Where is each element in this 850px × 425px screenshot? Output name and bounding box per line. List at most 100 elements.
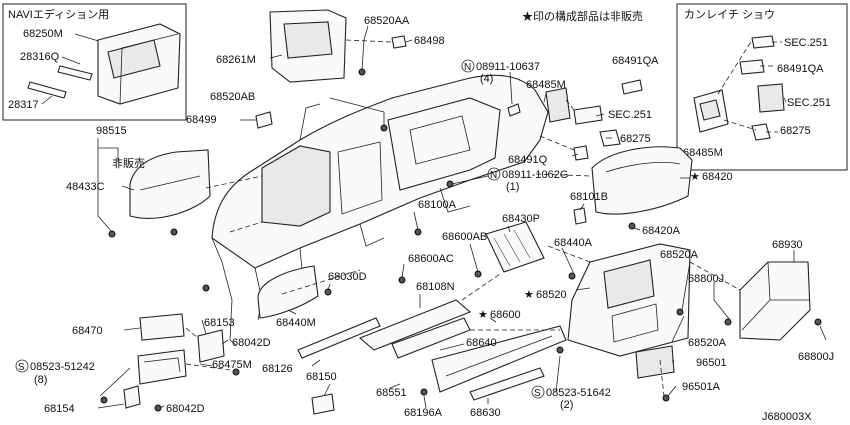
diagram-code: J680003X (762, 411, 812, 423)
star-68420: ★ (690, 171, 700, 183)
S-circle-2 (531, 385, 545, 399)
label-68520: 68520 (536, 289, 567, 301)
label-68520AA: 68520AA (364, 15, 410, 27)
label-68499: 68499 (186, 114, 217, 126)
S-circle-1 (15, 359, 29, 373)
inset-sec251-b: SEC.251 (787, 97, 831, 109)
not-sold-note: ★印の構成部品は非販売 (522, 9, 643, 23)
label-68485M: 68485M (526, 79, 566, 91)
inset-navi-frame (2, 3, 187, 121)
navi-bracket (27, 65, 93, 99)
label-68420: 68420 (702, 171, 733, 183)
label-08911-10637-qty: (4) (480, 73, 493, 85)
label-68640: 68640 (466, 337, 497, 349)
label-68520A-b: 68520A (688, 337, 727, 349)
label-SEC251: SEC.251 (608, 109, 652, 121)
inset-cold-title: カンレイチ ショウ (684, 8, 775, 21)
label-68275: 68275 (620, 133, 651, 145)
label-96501: 96501 (696, 357, 727, 369)
ashtray-68475M (137, 349, 187, 385)
side-cover (129, 149, 211, 219)
label-68153: 68153 (204, 317, 235, 329)
label-68491QA: 68491QA (612, 55, 659, 67)
label-68498: 68498 (414, 35, 445, 47)
part-68250M-label: 68250M (23, 28, 63, 40)
label-68420A: 68420A (642, 225, 681, 237)
switch-96501 (635, 345, 675, 379)
label-08523-51242: 08523-51242 (30, 361, 95, 373)
N-circle-2 (487, 167, 501, 181)
N-symbol-2: N (490, 170, 497, 181)
part-28316Q-label: 28316Q (20, 51, 60, 63)
label-68154: 68154 (44, 403, 75, 415)
label-96501A: 96501A (682, 381, 721, 393)
S-symbol-1: S (18, 362, 25, 373)
cup-holder-68440M (257, 265, 319, 319)
N-circle-1 (461, 59, 475, 73)
label-68600AB: 68600AB (442, 231, 487, 243)
label-not-sold: 非販売 (112, 157, 145, 170)
label-08523-51642-qty: (2) (560, 399, 573, 411)
label-68042D-b: 68042D (166, 403, 205, 415)
S-symbol-2: S (534, 388, 541, 399)
label-68042D-a: 68042D (232, 337, 271, 349)
callout-labels: 98515 非販売 48433C 68261M 68520AA 68498 68… (15, 15, 834, 423)
navi-housing (97, 23, 181, 105)
label-08523-51242-qty: (8) (34, 374, 47, 386)
label-08523-51642: 08523-51642 (546, 387, 611, 399)
defroster-panel (269, 9, 347, 83)
label-68030D: 68030D (328, 271, 367, 283)
label-68800J-b: 68800J (798, 351, 834, 363)
star-68520: ★ (524, 289, 534, 301)
inset-switch-parts (693, 35, 785, 141)
assembly-dashes (185, 39, 741, 397)
label-48433C: 48433C (66, 181, 105, 193)
inset-68275: 68275 (780, 125, 811, 137)
label-68600: 68600 (490, 309, 521, 321)
label-68800J-a: 68800J (688, 273, 724, 285)
label-08911-10637: 08911-10637 (476, 61, 540, 73)
label-68551: 68551 (376, 387, 407, 399)
label-68100A: 68100A (418, 199, 457, 211)
label-68600AC: 68600AC (408, 253, 454, 265)
bracket-68126 (297, 317, 381, 359)
label-68126: 68126 (262, 363, 293, 375)
cluster-lid (591, 146, 693, 215)
inset-navi-title: NAVIエディション用 (8, 7, 109, 21)
label-68440M: 68440M (276, 317, 316, 329)
label-68430P: 68430P (502, 213, 540, 225)
label-68261M: 68261M (216, 54, 256, 66)
duct-68430P (485, 221, 545, 273)
leader-lines (97, 25, 827, 409)
label-68150: 68150 (306, 371, 337, 383)
glovebox-frame-68108N (358, 299, 472, 359)
label-08911-1062G: 08911-1062G (502, 169, 568, 181)
glovebox-68600 (431, 325, 567, 393)
trim-68630 (469, 367, 545, 401)
star-68600: ★ (478, 309, 488, 321)
center-console (567, 243, 691, 357)
inset-68491QA: 68491QA (777, 63, 824, 75)
instrument-panel (211, 74, 549, 346)
label-68520A-a: 68520A (660, 249, 699, 261)
clip-68154 (123, 385, 141, 409)
label-68475M: 68475M (212, 359, 252, 371)
inset-sec251-a: SEC.251 (784, 37, 828, 49)
inset-cold-frame (676, 3, 848, 171)
clip-68150 (311, 393, 335, 415)
inset-68485M: 68485M (683, 147, 723, 159)
pocket-68470 (139, 313, 185, 341)
label-68930: 68930 (772, 239, 803, 251)
lower-box-68930 (739, 261, 811, 341)
part-28317-label: 28317 (8, 99, 39, 111)
label-68108N: 68108N (416, 281, 455, 293)
label-68520AB: 68520AB (210, 91, 255, 103)
label-68630: 68630 (470, 407, 501, 419)
label-68440A: 68440A (554, 237, 593, 249)
label-68491Q: 68491Q (508, 154, 548, 166)
label-08911-1062G-qty: (1) (506, 181, 519, 193)
label-68196A: 68196A (404, 407, 443, 419)
label-98515: 98515 (96, 125, 127, 137)
